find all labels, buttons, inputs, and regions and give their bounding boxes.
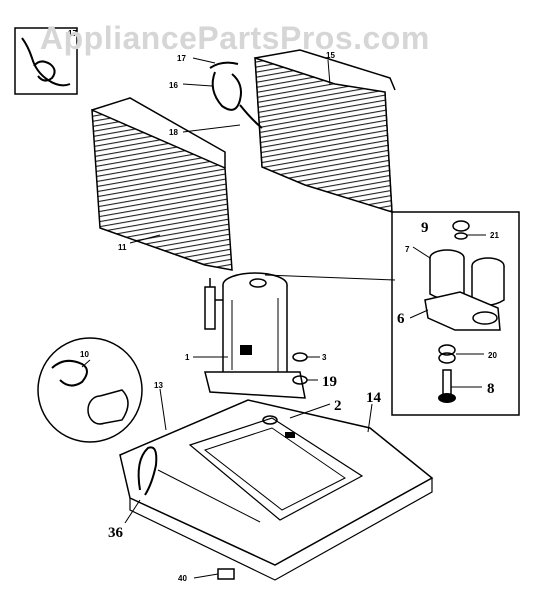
drain-plug — [217, 568, 235, 580]
callout-17-inset: 17 — [68, 29, 77, 38]
callout-17: 17 — [177, 54, 186, 63]
callout-16: 16 — [169, 81, 178, 90]
callout-3: 3 — [322, 353, 327, 362]
callout-21: 21 — [490, 231, 499, 240]
leader-lines — [81, 57, 486, 579]
compressor — [204, 272, 306, 399]
callout-15: 15 — [326, 51, 335, 60]
callout-14: 14 — [366, 390, 382, 406]
inset-capacitor — [37, 337, 143, 443]
callout-13: 13 — [154, 381, 163, 390]
callout-1: 1 — [185, 353, 190, 362]
connecting-tubes — [209, 61, 263, 129]
callout-7: 7 — [405, 245, 410, 254]
washer-3 — [292, 352, 308, 362]
evaporator-coil — [91, 97, 233, 271]
callout-11: 11 — [118, 243, 127, 252]
base-pan — [119, 399, 434, 581]
callout-6: 6 — [397, 311, 405, 327]
inset-coil-tube — [14, 27, 78, 95]
callout-40: 40 — [178, 574, 187, 583]
callout-18: 18 — [169, 128, 178, 137]
callout-9: 9 — [421, 220, 429, 236]
condenser-coil — [254, 49, 396, 214]
callout-36: 36 — [108, 525, 124, 541]
inset-compressor-mount — [391, 211, 520, 416]
callout-20: 20 — [488, 351, 497, 360]
callout-2: 2 — [334, 398, 342, 414]
callout-8: 8 — [487, 381, 495, 397]
callout-labels: 17 17 16 18 15 11 1 3 19 2 14 9 21 7 6 2… — [68, 29, 499, 583]
drain-hose — [137, 446, 158, 496]
callout-19: 19 — [322, 374, 337, 390]
callout-10: 10 — [80, 350, 89, 359]
